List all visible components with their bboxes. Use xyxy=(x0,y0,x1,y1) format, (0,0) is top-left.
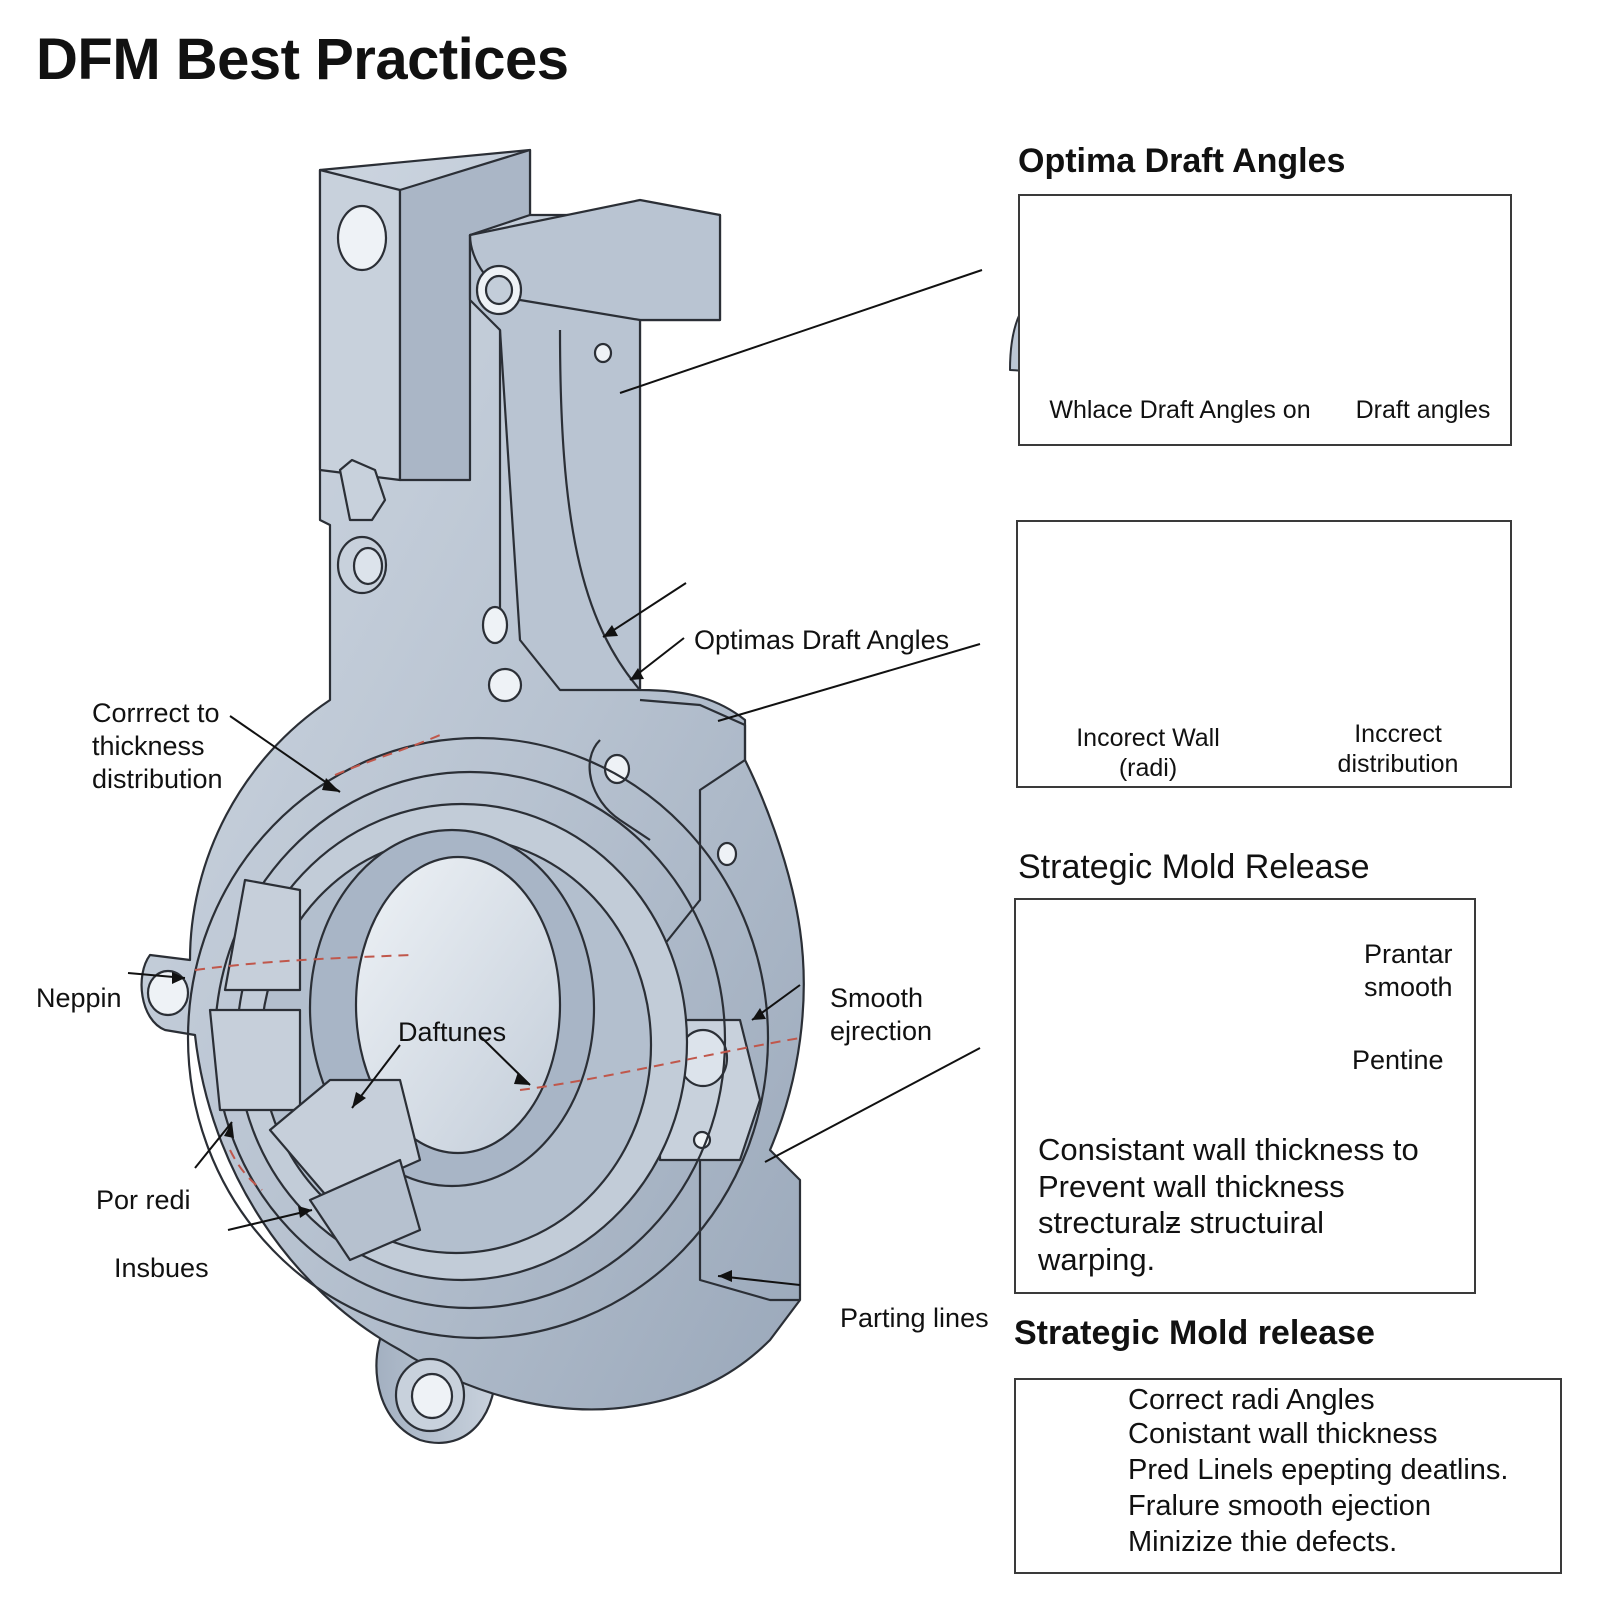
part-body xyxy=(140,148,805,1444)
legend-item-pred-lines: Pred Linels epepting deatlins. xyxy=(1128,1454,1509,1486)
callout-optimas-draft: Optimas Draft Angles xyxy=(694,625,950,655)
release-note-line: warping. xyxy=(1038,1241,1156,1277)
callout-daftunes: Daftunes xyxy=(398,1017,507,1047)
callout-neppin: Neppin xyxy=(36,983,122,1013)
legend-item-smooth-ejection: Fralure smooth ejection xyxy=(1128,1490,1432,1522)
callout-parting-lines: Parting lines xyxy=(840,1303,989,1333)
release-note-line: Consistant wall thickness to xyxy=(1038,1132,1419,1167)
callout-correct-thickness: Corrrect to thickness distribution xyxy=(92,698,223,794)
legend-panel: Correct radi Angles Conistant wall thick… xyxy=(1014,1378,1562,1574)
legend-item-correct-radi: Correct radi Angles xyxy=(1128,1384,1375,1416)
mold-release-panel: Prantar smooth Pentine Consistant wall t… xyxy=(1014,898,1476,1294)
callout-insbues: Insbues xyxy=(114,1253,209,1283)
release-label-pentine: Pentine xyxy=(1352,1045,1444,1075)
callout-smooth-ejection: Smooth ejrection xyxy=(830,983,933,1046)
mold-release-title-2: Strategic Mold release xyxy=(1014,1314,1375,1352)
draft-caption-left: Whlace Draft Angles on xyxy=(1049,396,1311,424)
legend-item-minimize-defects: Minizize thie defects. xyxy=(1128,1526,1398,1558)
leader-arrowheads xyxy=(172,625,766,1282)
wall-caption-right: Inccrect distribution xyxy=(1337,720,1459,778)
legend-item-wall-thickness: Conistant wall thickness xyxy=(1128,1418,1438,1450)
release-note: Consistant wall thickness to Prevent wal… xyxy=(1038,1132,1419,1278)
release-note-line: Prevent wall thickness xyxy=(1038,1168,1345,1204)
parting-line-marks xyxy=(194,734,801,1191)
wall-thickness-panel: Incorect Wall (radi) Inccrect distributi… xyxy=(1016,520,1512,788)
draft-caption-right: Draft angles xyxy=(1355,396,1491,424)
wall-caption-left: Incorect Wall (radi) xyxy=(1076,724,1220,782)
release-note-line: strecturalƶ structuiral xyxy=(1038,1205,1324,1241)
page-title: DFM Best Practices xyxy=(36,27,569,92)
mold-release-title: Strategic Mold Release xyxy=(1018,848,1370,886)
callout-por-redi: Por redi xyxy=(96,1185,191,1215)
draft-angles-panel: Whlace Draft Angles on Draft angles xyxy=(1018,194,1512,446)
release-label-smooth: Prantar smooth xyxy=(1364,939,1453,1002)
draft-angles-title: Optima Draft Angles xyxy=(1018,142,1346,180)
